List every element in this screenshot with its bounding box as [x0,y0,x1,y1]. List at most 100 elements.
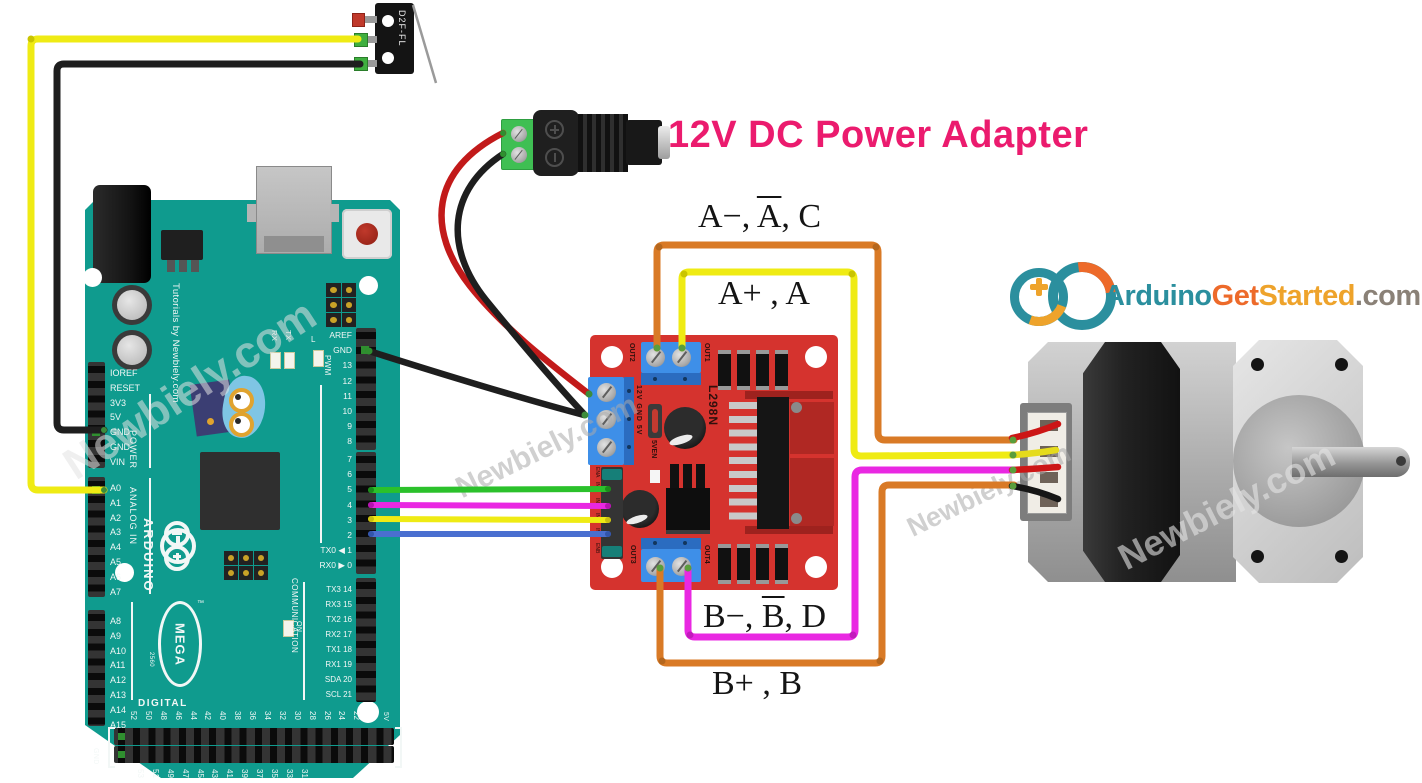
rx-led [270,352,281,369]
connection-dot [368,516,374,522]
pin-label: A12 [110,675,127,686]
mega-trademark: ™ [197,600,205,607]
pin-label: 7 [347,454,352,464]
connection-dot [368,487,374,493]
switch-pin-red [352,13,365,27]
digital-header-row2 [114,746,394,763]
stub-wire-yellow [1008,446,1060,459]
5ven-jumper [648,404,662,438]
digital-pin-connected [118,733,125,740]
connector-slot [1040,496,1058,507]
diode [718,350,731,390]
diode [756,544,769,584]
on-led [283,620,294,637]
label-overlined: B [761,598,785,635]
pin-label: A1 [110,497,122,508]
wire-label-a-minus: A−, A, C [698,198,821,236]
digital-section-label: DIGITAL [138,698,188,709]
pin-label: RX1 19 [325,660,352,669]
silkscreen-tutorials: Tutorials by Newbiely.com [170,283,181,403]
logo-infinity-icon [1000,248,1130,344]
wire-12v-black [454,150,588,418]
wire-label-b-minus: B−, B, D [703,598,826,636]
l-led [313,350,324,367]
wire-in2 [368,502,611,509]
pin-label: SDA 20 [324,675,352,684]
pin-label: GND [110,427,130,438]
bend-dot [849,631,857,639]
header-right-top [356,328,376,450]
connection-dot [368,502,374,508]
pin-label: ENA [594,467,600,478]
adapter-barrel [626,120,662,165]
chip-2560-label: 2560 [148,652,154,667]
diode [756,350,769,390]
divider [149,478,151,594]
label-text: A+ , A [718,275,810,312]
pin-label: 10 [342,405,352,416]
stub-wire-red [1008,420,1062,442]
capacitor [112,330,152,370]
l-led-label: L [311,335,316,344]
wire-in3 [368,516,611,523]
tx-led [284,352,295,369]
pin-label: RX3 15 [325,600,352,609]
switch-hole [382,52,394,64]
logo-started: Started [1258,280,1356,312]
terminal-screw [597,410,616,429]
icsp-header [326,283,356,327]
rx-label: RX [270,330,279,342]
out2-out1-terminal [641,342,701,373]
terminal-base [641,373,701,385]
connection-dot [653,344,661,352]
label-text: B+ , B [712,665,803,702]
pin-label: 11 [343,390,352,401]
connection-dot [605,486,611,492]
pin-label: A5 [110,556,122,567]
regulator-leg [167,260,175,272]
adapter-body [533,110,579,176]
led [650,470,660,483]
pin-label: RX0 ▶ 0 [319,560,352,571]
ena-jumper [602,469,622,480]
stub-wire-black [1008,482,1062,503]
motor-body-right [1180,342,1236,582]
digital-header-row1 [114,728,394,745]
pin-label: 12 [342,375,352,386]
terminal-screw [597,438,616,457]
arduino-power-jack [93,185,151,283]
pin-label: 6 [347,469,352,480]
bolt-hole [1335,358,1348,371]
connection-dot [1009,451,1017,459]
pin-label: A0 [110,483,122,493]
adapter-screw [511,126,527,142]
pin-label: A4 [110,542,122,553]
transistor-body [666,488,710,534]
comm-section-label: COMMUNICATION [290,578,299,654]
out2-label: OUT2 [628,343,635,362]
plus-symbol [545,120,564,139]
pin-label: TX3 14 [326,585,352,594]
pin-label: IN3 [594,512,600,521]
connection-dot [678,344,686,352]
mount-hole [359,276,378,295]
pin-label: 5 [347,484,352,495]
switch-label: D2F-FL [397,10,407,47]
bolt-hole [1251,358,1264,371]
bracket [395,727,402,768]
connection-dot [684,564,692,572]
label-text: A−, [698,198,757,235]
pcb-hole [601,346,623,368]
divider [320,385,322,543]
mount-hole [83,268,102,287]
pin-label: 13 [342,360,352,371]
switch-pin-stub [361,36,377,43]
transistor-leg [683,464,692,488]
mount-hole [82,738,104,760]
motor-black-band [1083,342,1183,582]
terminal-base [641,538,701,549]
pin-label: TX2 16 [326,615,352,624]
